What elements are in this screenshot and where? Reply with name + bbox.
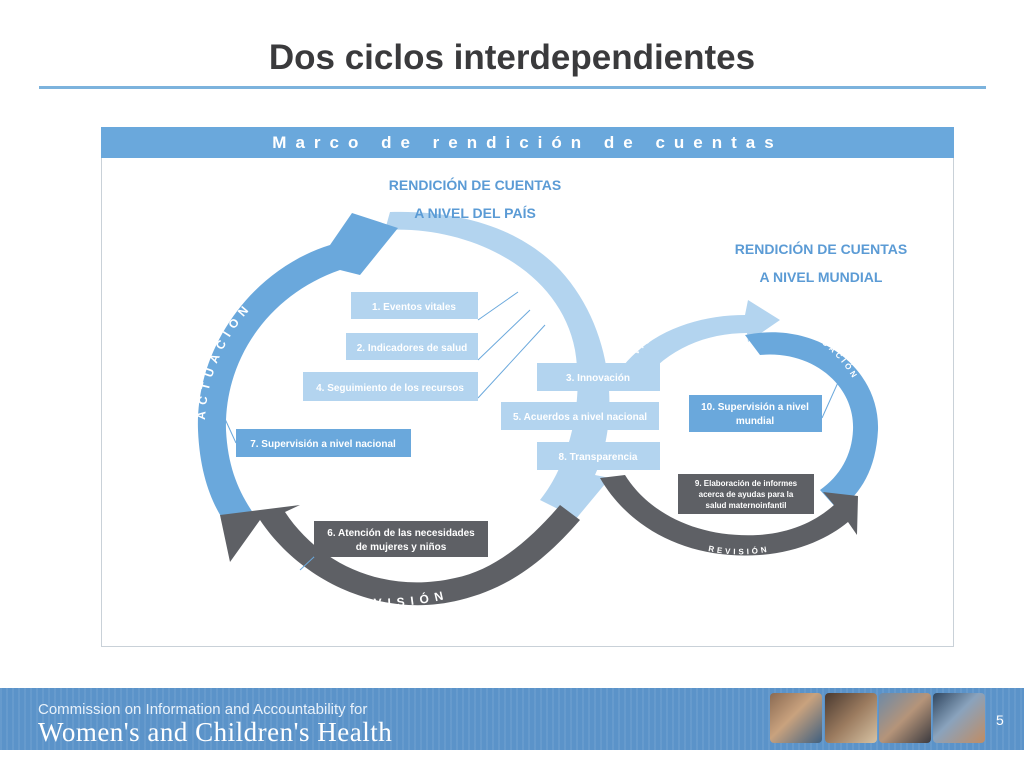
svg-text:2. Indicadores de salud: 2. Indicadores de salud (357, 343, 468, 354)
svg-text:4. Seguimiento de los recursos: 4. Seguimiento de los recursos (316, 383, 464, 394)
footer-health-line: Women's and Children's Health (38, 717, 393, 747)
footer-photo-1 (770, 693, 822, 743)
footer-photo-2 (825, 693, 877, 743)
svg-text:8. Transparencia: 8. Transparencia (559, 452, 638, 463)
svg-text:1. Eventos vitales: 1. Eventos vitales (372, 302, 456, 313)
svg-text:de mujeres y niños: de mujeres y niños (356, 542, 447, 553)
footer-bar: Commission on Information and Accountabi… (0, 688, 1024, 750)
box-innovacion: 3. Innovación (537, 363, 660, 391)
leader-lines (219, 291, 841, 571)
page-number: 5 (996, 712, 1004, 728)
global-heading-line2: A NIVEL MUNDIAL (760, 269, 883, 285)
svg-text:salud maternoinfantil: salud maternoinfantil (706, 501, 787, 510)
footer-photo-4 (933, 693, 985, 743)
banner-title: Marco de rendición de cuentas (272, 133, 783, 152)
svg-text:REVISIÓN: REVISIÓN (708, 544, 771, 556)
svg-text:acerca de ayudas para la: acerca de ayudas para la (699, 490, 794, 499)
title-divider (39, 86, 986, 89)
box-acuerdos: 5. Acuerdos a nivel nacional (501, 402, 659, 430)
country-heading-line1: RENDICIÓN DE CUENTAS (389, 176, 561, 193)
revision-label-right: REVISIÓN (708, 544, 768, 556)
footer-photo-3 (879, 693, 931, 743)
svg-text:mundial: mundial (736, 416, 775, 427)
actuacion-band-left (197, 213, 398, 530)
svg-text:7. Supervisión a nivel naciona: 7. Supervisión a nivel nacional (250, 439, 396, 450)
svg-text:5. Acuerdos a nivel nacional: 5. Acuerdos a nivel nacional (513, 412, 647, 423)
box-eventos: 1. Eventos vitales (351, 292, 478, 319)
actuacion-band-right (745, 332, 879, 510)
svg-text:10. Supervisión a nivel: 10. Supervisión a nivel (701, 402, 809, 413)
revision-band-left (220, 505, 580, 606)
slide-title: Dos ciclos interdependientes (268, 38, 756, 77)
box-informes: 9. Elaboración de informes acerca de ayu… (678, 474, 814, 514)
vigilancia-band-left (385, 211, 610, 520)
svg-text:9. Elaboración de informes: 9. Elaboración de informes (695, 479, 798, 488)
footer-commission-line: Commission on Information and Accountabi… (38, 701, 368, 718)
global-heading-line1: RENDICIÓN DE CUENTAS (735, 240, 907, 257)
box-atencion: 6. Atención de las necesidades de mujere… (314, 521, 488, 557)
box-seguimiento: 4. Seguimiento de los recursos (303, 372, 478, 401)
diagram-banner: Marco de rendición de cuentas (101, 127, 954, 158)
box-supervision-nacional: 7. Supervisión a nivel nacional (236, 429, 411, 457)
revision-band-right (600, 475, 858, 556)
box-supervision-mundial: 10. Supervisión a nivel mundial (689, 395, 822, 432)
country-heading-line2: A NIVEL DEL PAÍS (414, 205, 536, 221)
svg-text:3. Innovación: 3. Innovación (566, 373, 630, 384)
vigilancia-band-right (620, 300, 780, 385)
box-transparencia: 8. Transparencia (537, 442, 660, 470)
svg-text:6. Atención de las necesidades: 6. Atención de las necesidades (327, 528, 475, 539)
box-indicadores: 2. Indicadores de salud (346, 333, 478, 360)
